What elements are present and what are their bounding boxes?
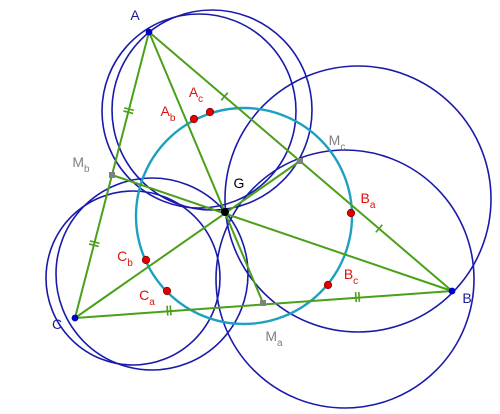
label-ma: Ma <box>265 328 283 349</box>
label-subscript: a <box>149 297 155 308</box>
label-text: M <box>72 154 84 170</box>
point-c <box>71 314 79 322</box>
point-bc <box>323 280 333 290</box>
label-ac: Ac <box>189 84 203 105</box>
point-b <box>448 287 456 295</box>
label-text: C <box>117 248 127 264</box>
label-c: C <box>52 316 62 332</box>
label-text: A <box>189 84 199 100</box>
circle-A-Mb-G <box>101 13 297 209</box>
label-mb: Mb <box>72 154 90 175</box>
point-ba <box>346 208 356 218</box>
tick-mark-mb-c <box>89 240 100 245</box>
label-subscript: c <box>340 142 345 153</box>
segment-C-Mc <box>74 160 301 319</box>
point-mb <box>109 172 115 178</box>
tick-mark-c-ma <box>166 305 169 316</box>
segments-layer <box>74 31 453 319</box>
point-ab <box>189 114 199 124</box>
point-mc <box>297 158 303 164</box>
label-subscript: a <box>277 338 283 349</box>
tick-mark-a-mb <box>123 110 134 115</box>
label-ca: Ca <box>139 287 155 308</box>
label-subscript: c <box>353 276 358 287</box>
points-layer <box>71 28 456 322</box>
tick-mark-mb-c <box>88 243 99 248</box>
label-text: B <box>344 266 353 282</box>
tick-mark-ma-b <box>357 291 361 302</box>
label-text: G <box>234 175 245 191</box>
point-ca <box>162 286 172 296</box>
circles-layer <box>45 9 492 409</box>
label-text: C <box>139 287 149 303</box>
point-a <box>145 28 153 36</box>
label-subscript: a <box>370 200 376 211</box>
tick-mark-a-mb <box>124 107 135 112</box>
label-subscript: b <box>170 113 176 124</box>
point-cb <box>141 255 151 265</box>
tick-mark-ma-b <box>354 292 358 303</box>
label-text: C <box>52 316 62 332</box>
segment-A-Ma <box>148 31 264 304</box>
label-subscript: b <box>127 258 133 269</box>
label-cb: Cb <box>117 248 133 269</box>
tick-mark-a-mc <box>220 92 229 101</box>
label-text: M <box>329 132 341 148</box>
tick-mark-mc-b <box>375 224 383 233</box>
label-subscript: c <box>198 94 203 105</box>
label-mc: Mc <box>329 132 346 153</box>
label-text: A <box>161 103 171 119</box>
label-subscript: b <box>84 164 90 175</box>
label-ba: Ba <box>361 190 376 211</box>
label-bc: Bc <box>344 266 358 287</box>
point-ma <box>260 300 266 306</box>
circle-B-Mc-G <box>224 65 492 333</box>
label-text: A <box>130 7 140 23</box>
point-ac <box>205 107 215 117</box>
label-text: B <box>462 290 471 306</box>
label-ab: Ab <box>161 103 176 124</box>
tick-mark-c-ma <box>169 305 172 316</box>
label-text: M <box>265 328 277 344</box>
label-g: G <box>234 175 245 191</box>
circle-C-Ma-G <box>55 177 249 371</box>
label-b: B <box>462 290 471 306</box>
label-a: A <box>130 7 140 23</box>
circle-B-Ma-G <box>215 149 475 409</box>
segment-B-Mb <box>111 174 453 292</box>
equal-length-ticks-layer <box>88 92 383 316</box>
label-text: B <box>361 190 370 206</box>
point-g <box>221 208 229 216</box>
circle-C-Mb-G <box>45 190 221 366</box>
